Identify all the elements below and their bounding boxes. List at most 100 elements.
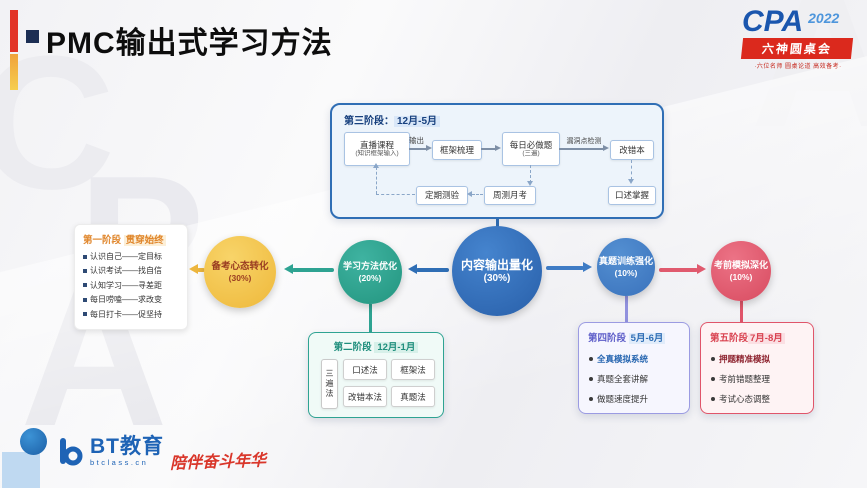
- node-live-course: 直播课程 (知识框架输入): [344, 132, 410, 166]
- list-item-text: 全真模拟系统: [597, 354, 649, 364]
- stage4-title: 第四阶段 5月-6月: [588, 330, 666, 344]
- dashed-connector: [376, 167, 377, 194]
- square-bullet-icon: [83, 254, 87, 259]
- dot-bullet-icon: [589, 377, 593, 381]
- arrow-line: [292, 268, 334, 272]
- bt-education-logo: BT教育 btclass.cn: [58, 436, 164, 467]
- list-item: 全真模拟系统: [589, 353, 648, 365]
- node-oral-mastery: 口述掌握: [608, 186, 656, 205]
- square-bullet-icon: [83, 268, 87, 273]
- circle-label: 考前模拟深化: [713, 260, 768, 271]
- stage1-title: 第一阶段 贯穿始终: [83, 232, 179, 246]
- square-bullet-icon: [83, 297, 87, 302]
- node-live-label: 直播课程: [359, 139, 394, 150]
- arrow-head-right: [697, 264, 706, 274]
- circle-output: 内容输出量化 (30%): [452, 226, 542, 316]
- list-item: 认知学习——寻差距: [83, 280, 179, 291]
- node-periodic-label: 定期测验: [424, 190, 459, 201]
- arrow-head-down: [527, 181, 533, 186]
- circle-percentage: (30%): [483, 273, 511, 285]
- connector-stage5: [740, 301, 743, 323]
- cpa-logo-year: 2022: [808, 10, 840, 26]
- node-daily-questions: 每日必做题 (三遍): [502, 132, 560, 166]
- list-item: 真题全套讲解: [589, 373, 648, 385]
- list-item-text: 认知学习——寻差距: [90, 280, 162, 290]
- arrow-head-right: [426, 145, 432, 151]
- dot-bullet-icon: [589, 397, 593, 401]
- arrow-line: [481, 148, 496, 150]
- list-item-text: 认识自己——定目标: [90, 252, 162, 261]
- stage4-panel: 第四阶段 5月-6月 全真模拟系统 真题全套讲解 做题速度提升: [578, 322, 690, 414]
- node-weekly-label: 周测月考: [492, 190, 527, 201]
- stage2-title-main: 第二阶段: [333, 342, 372, 353]
- list-item: 认识考试——找自信: [83, 265, 179, 276]
- accent-bar-yellow: [10, 54, 18, 90]
- node-periodic-test: 定期测验: [416, 186, 468, 205]
- stage1-title-sub: 贯穿始终: [123, 235, 166, 246]
- brand-domain: btclass.cn: [90, 458, 149, 467]
- brand-name: BT教育: [90, 435, 164, 458]
- decor-square: [2, 452, 40, 488]
- dashed-connector: [530, 165, 531, 183]
- accent-bar-red: [10, 10, 18, 52]
- node-daily-label: 每日必做题: [509, 139, 553, 150]
- title-bullet-square: [26, 30, 39, 43]
- circle-mock-exam: 考前模拟深化 (10%): [711, 241, 771, 301]
- node-framework: 框架梳理: [432, 140, 482, 160]
- circle-label: 内容输出量化: [460, 257, 533, 272]
- stage4-title-main: 第四阶段: [588, 333, 627, 344]
- list-item-text: 每日唠嗑——求改变: [90, 295, 162, 305]
- list-item-text: 押题精准模拟: [719, 354, 771, 364]
- circle-label: 真题训练强化: [598, 256, 653, 267]
- square-bullet-icon: [83, 312, 87, 317]
- dot-bullet-icon: [711, 377, 715, 381]
- dot-bullet-icon: [711, 357, 715, 361]
- node-error-book-label: 改错本: [619, 144, 645, 155]
- list-item: 每日打卡——促坚持: [83, 309, 179, 320]
- circle-label: 备考心态转化: [211, 260, 269, 272]
- list-item: 押题精准模拟: [711, 353, 770, 365]
- method-oral: 口述法: [343, 359, 387, 380]
- connector-stage3: [496, 215, 499, 227]
- stage2-panel: 第二阶段 12月-1月 三遍法 口述法 框架法 改错本法 真题法: [308, 332, 444, 418]
- brand-slogan: 陪伴奋斗年华: [169, 452, 267, 473]
- method-real-questions: 真题法: [391, 386, 435, 407]
- stage1-card: 第一阶段 贯穿始终 认识自己——定目标 认识考试——找自信 认知学习——寻差距 …: [74, 224, 188, 330]
- circle-percentage: (20%): [358, 272, 382, 283]
- dashed-connector: [631, 160, 632, 180]
- list-item: 每日唠嗑——求改变: [83, 294, 179, 305]
- list-item: 考前错题整理: [711, 373, 770, 385]
- circle-label: 学习方法优化: [342, 261, 397, 272]
- arrow-head-down: [628, 179, 634, 184]
- list-item: 认识自己——定目标: [83, 251, 179, 262]
- arrow-line: [409, 148, 427, 150]
- arrow-head-left: [284, 264, 293, 274]
- arrow-label-leak-check: 漏洞点检测: [566, 138, 602, 145]
- arrow-line: [546, 266, 584, 270]
- circle-mindset: 备考心态转化 (30%): [204, 236, 276, 308]
- arrow-head-left: [408, 264, 417, 274]
- stage5-title-main: 第五阶段: [710, 333, 749, 344]
- circle-percentage: (10%): [729, 271, 753, 282]
- arrow-line: [559, 148, 604, 150]
- stage1-list: 认识自己——定目标 认识考试——找自信 认知学习——寻差距 每日唠嗑——求改变 …: [83, 251, 179, 320]
- cpa-logo-text: CPA: [742, 5, 804, 38]
- list-item: 考试心态调整: [711, 393, 770, 405]
- watermark-letter: C: [0, 17, 116, 229]
- node-live-sub: (知识框架输入): [355, 150, 399, 158]
- stage3-title-range: 12月-5月: [394, 116, 441, 127]
- roundtable-tagline: ·六位名师 圆桌论道 高效备考·: [754, 64, 842, 70]
- stage2-title-range: 12月-1月: [374, 342, 419, 353]
- arrow-head-left: [189, 264, 198, 274]
- stage2-title: 第二阶段 12月-1月: [309, 339, 443, 353]
- cpa-roundtable-logo: CPA 2022 六神圆桌会 ·六位名师 圆桌论道 高效备考·: [740, 5, 860, 70]
- decor-circle: [20, 428, 47, 455]
- node-framework-label: 框架梳理: [439, 144, 474, 155]
- list-item-text: 认识考试——找自信: [90, 266, 162, 276]
- list-item-text: 真题全套讲解: [597, 374, 649, 384]
- square-bullet-icon: [83, 283, 87, 288]
- arrow-head-right: [603, 145, 609, 151]
- node-error-book: 改错本: [610, 140, 654, 160]
